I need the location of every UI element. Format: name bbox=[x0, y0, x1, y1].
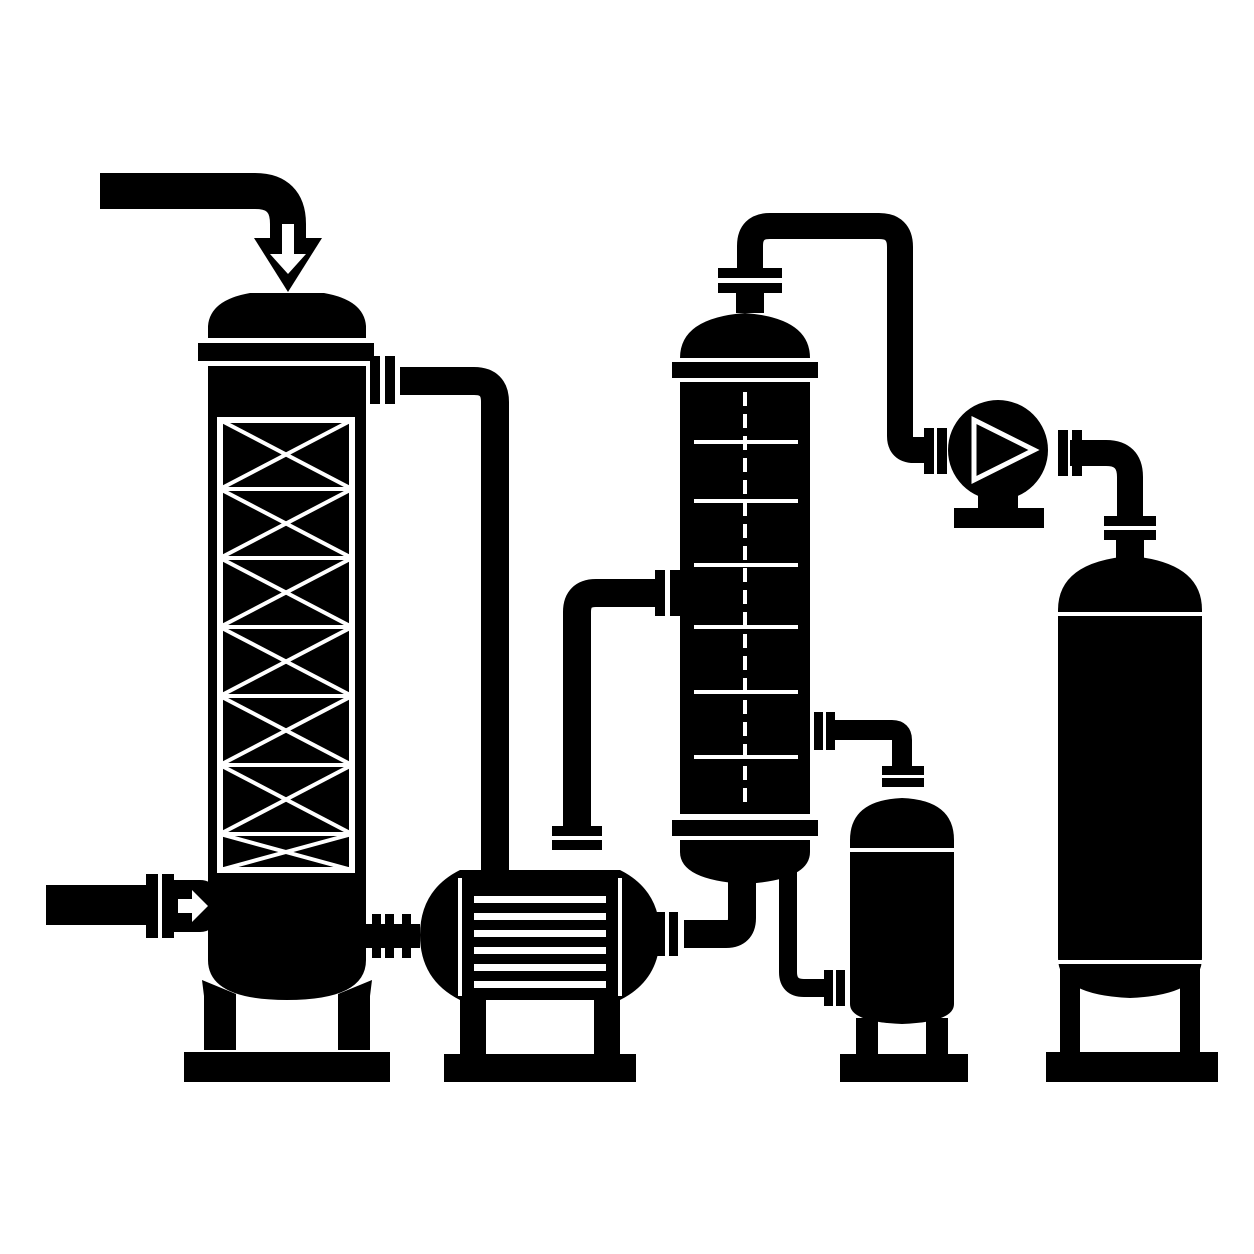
packing-bed bbox=[219, 418, 353, 872]
exchanger-return-pipe bbox=[684, 882, 756, 948]
column-leg-right bbox=[338, 980, 372, 1050]
pump-pedestal bbox=[978, 492, 1018, 510]
packed-column bbox=[174, 293, 390, 1082]
column-leg-left bbox=[202, 980, 236, 1050]
flange bbox=[552, 826, 602, 836]
flanges bbox=[146, 268, 1156, 1006]
drum-leg-right bbox=[926, 1018, 948, 1056]
flange bbox=[385, 356, 395, 404]
flange bbox=[937, 428, 947, 474]
flange bbox=[826, 712, 835, 750]
flange bbox=[1058, 430, 1068, 476]
tray-column-top-flange bbox=[672, 362, 818, 378]
flange bbox=[162, 874, 174, 938]
flange-spool bbox=[1116, 540, 1144, 558]
flange bbox=[1104, 530, 1156, 540]
drum-leg-left bbox=[856, 1018, 878, 1056]
flange bbox=[718, 283, 782, 293]
pump-icon bbox=[971, 415, 1040, 485]
exchanger-leg-right bbox=[594, 1000, 620, 1056]
flange bbox=[824, 970, 833, 1006]
flange bbox=[656, 912, 665, 956]
drum-feed-pipe bbox=[830, 720, 912, 766]
drum-base-plate bbox=[840, 1054, 968, 1082]
top-feed-arrow bbox=[254, 224, 322, 292]
flange bbox=[882, 766, 924, 775]
flange-spool bbox=[736, 293, 764, 313]
heat-exchanger bbox=[420, 870, 660, 1082]
flange bbox=[670, 570, 680, 616]
column-base-plate bbox=[184, 1052, 390, 1082]
column-body bbox=[208, 366, 366, 1000]
flange bbox=[146, 874, 158, 938]
flange bbox=[814, 712, 823, 750]
flange bbox=[370, 356, 380, 404]
tray-column-bottom-head bbox=[680, 840, 810, 884]
tank-base-plate bbox=[1046, 1052, 1218, 1082]
flange bbox=[836, 970, 845, 1006]
tray-column-bottom-flange bbox=[672, 820, 818, 836]
exchanger-leg-left bbox=[460, 1000, 486, 1056]
pump bbox=[948, 400, 1048, 528]
flange bbox=[402, 914, 411, 958]
flange bbox=[385, 914, 394, 958]
tank-body bbox=[1058, 556, 1202, 998]
pump-base-plate bbox=[954, 508, 1044, 528]
tray-column-top-head bbox=[680, 313, 810, 358]
column-top-flange bbox=[198, 343, 374, 361]
flange bbox=[718, 268, 782, 278]
flange bbox=[1072, 430, 1082, 476]
drum-body bbox=[850, 798, 954, 1024]
exchanger-to-column-pipe bbox=[563, 579, 660, 832]
tray-column bbox=[672, 313, 818, 884]
packing-frame bbox=[217, 417, 355, 873]
flange bbox=[924, 428, 934, 474]
flange bbox=[1104, 516, 1156, 526]
bottoms-pipe bbox=[779, 862, 828, 997]
flange bbox=[552, 840, 602, 850]
tank-leg-right bbox=[1180, 968, 1200, 1052]
pipes bbox=[46, 173, 1143, 997]
top-feed-pipe bbox=[100, 173, 306, 242]
storage-tank bbox=[1046, 556, 1218, 1082]
tank-leg-left bbox=[1060, 968, 1080, 1052]
arrow-down-glyph bbox=[270, 224, 306, 274]
tube-bundle bbox=[474, 896, 606, 988]
pump-discharge-pipe bbox=[1070, 440, 1143, 522]
vapor-line-pipe bbox=[737, 213, 934, 463]
flange bbox=[669, 912, 678, 956]
flange bbox=[882, 778, 924, 787]
flange bbox=[655, 570, 665, 616]
reflux-drum bbox=[840, 798, 968, 1082]
overhead-pipe bbox=[400, 367, 509, 872]
flange bbox=[372, 914, 381, 958]
exchanger-base-plate bbox=[444, 1054, 636, 1082]
column-top-head bbox=[208, 293, 366, 338]
arrow-right-icon bbox=[178, 890, 208, 922]
